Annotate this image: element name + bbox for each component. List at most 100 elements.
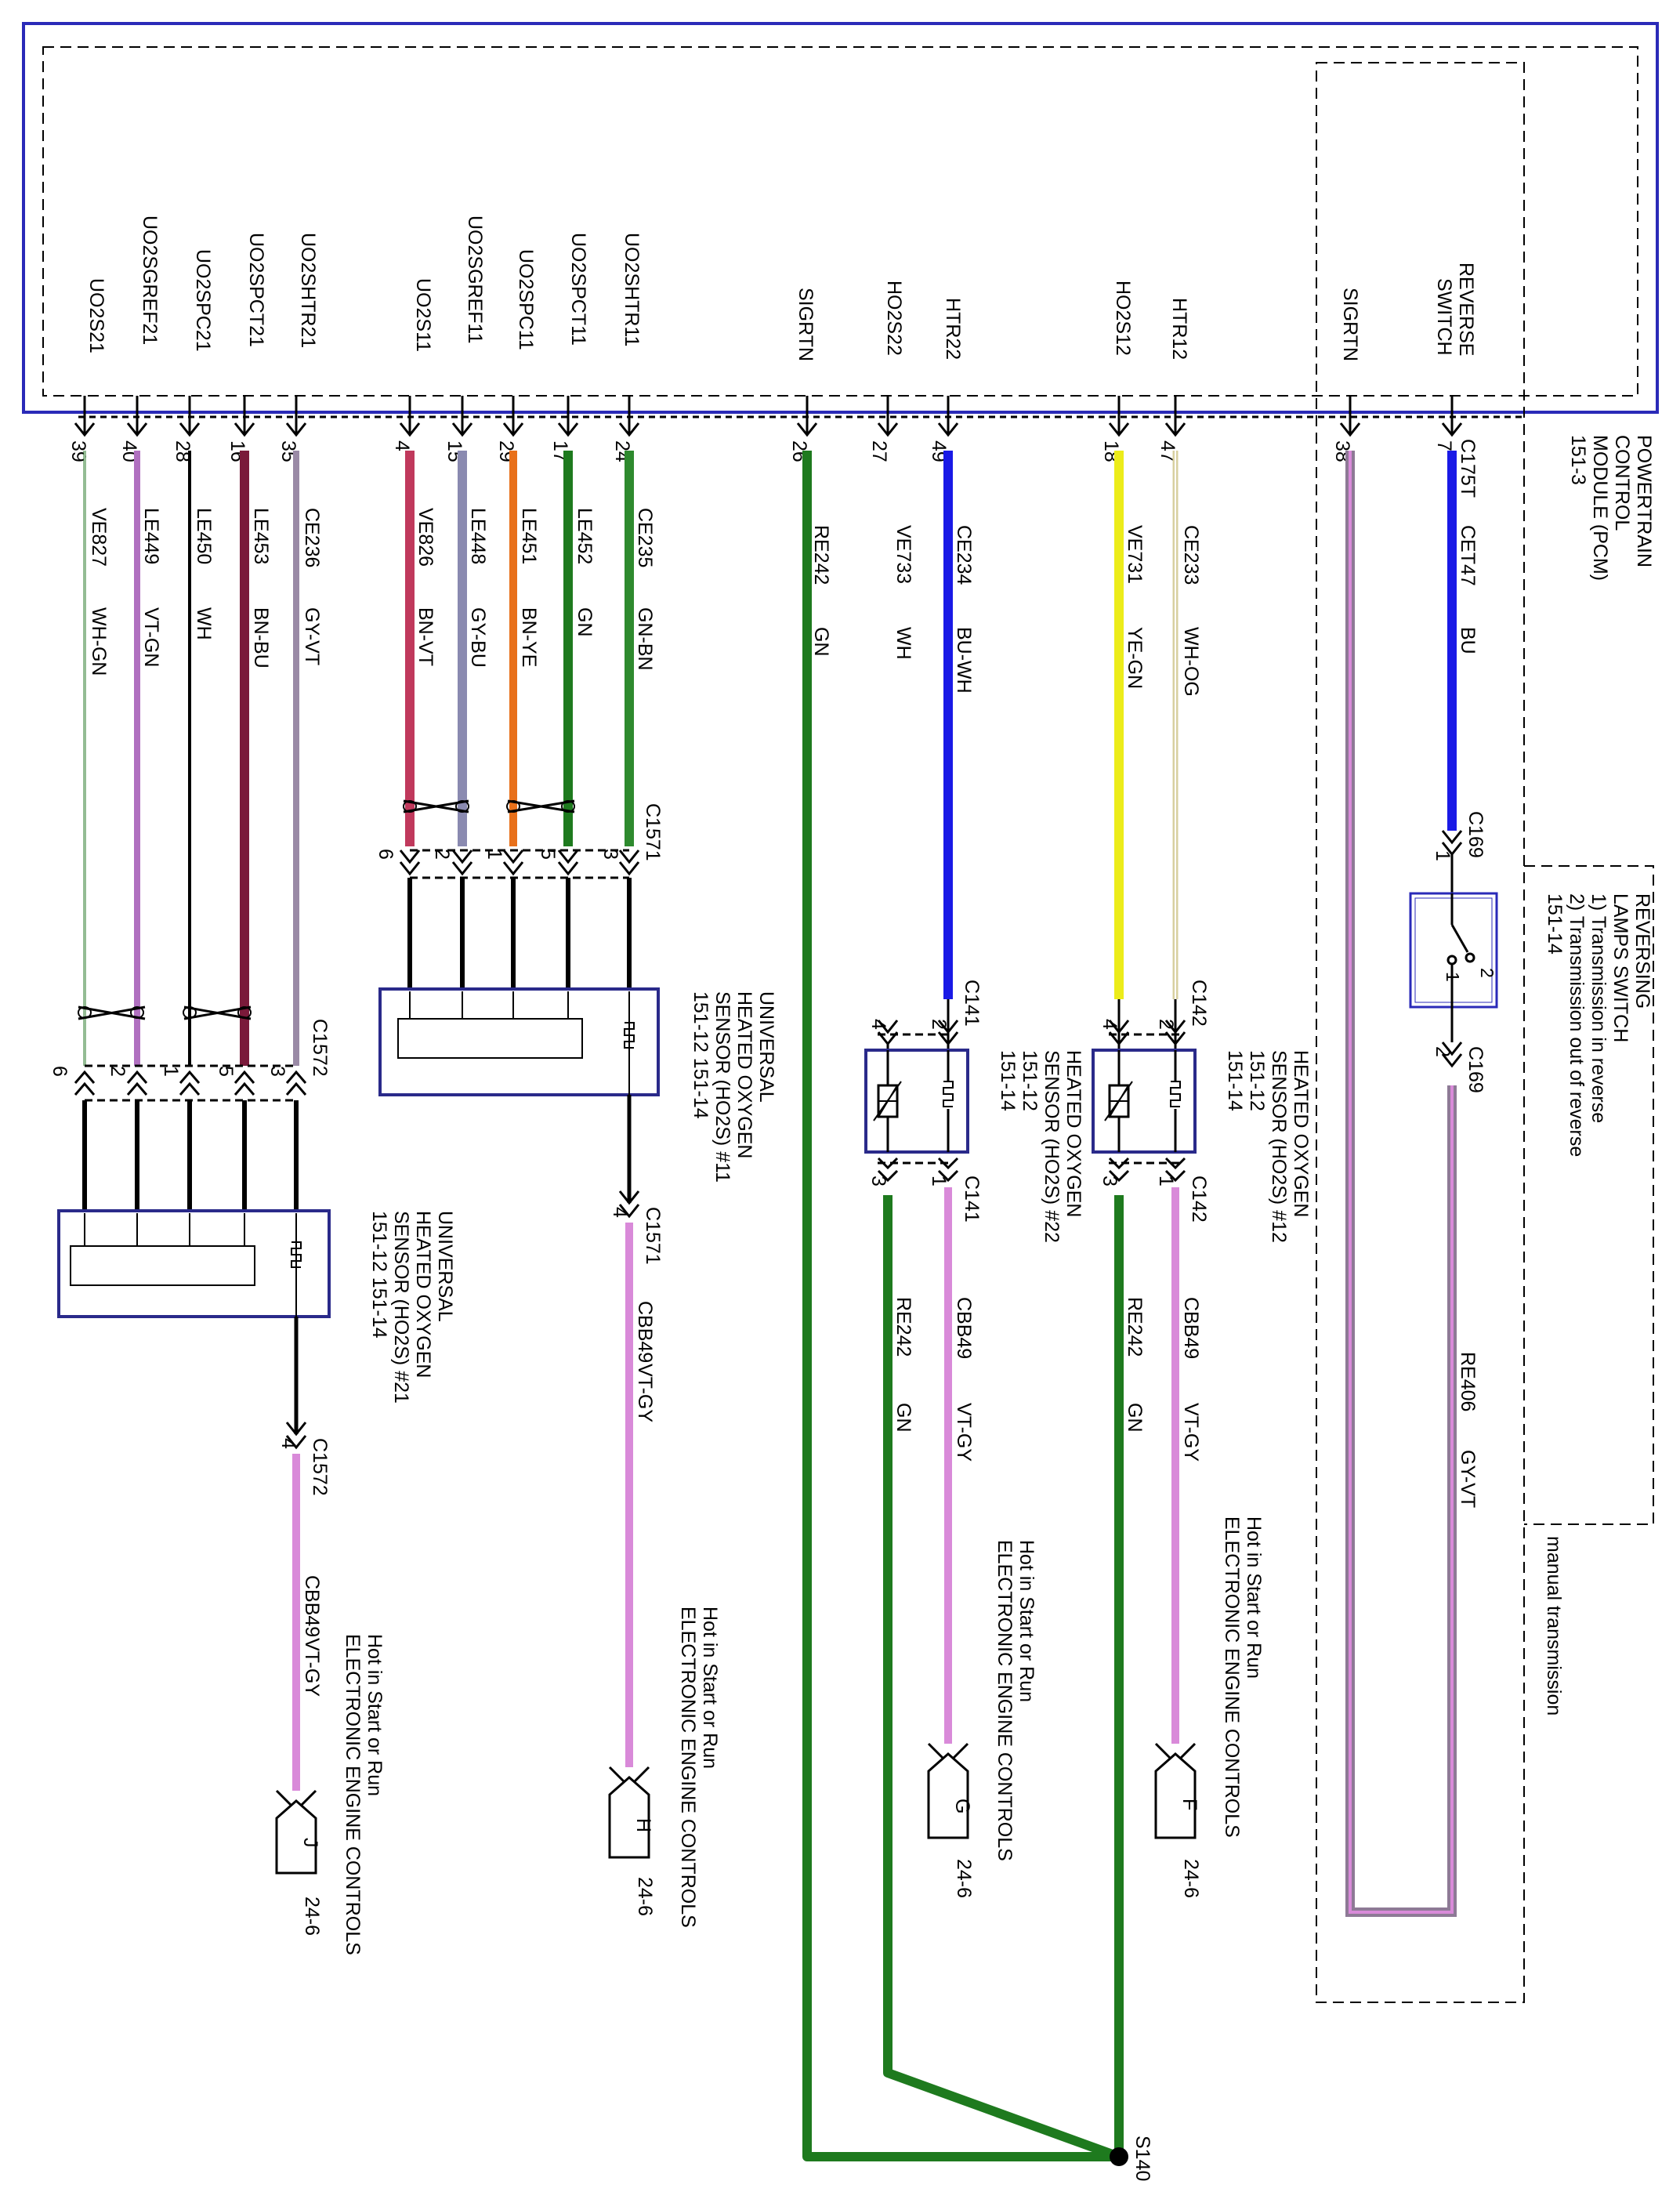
pin-label-htr12: HTR12	[1168, 298, 1190, 360]
sensor11-wires-black	[407, 878, 632, 989]
label-ve731: VE731	[1124, 525, 1146, 584]
ref-box-h	[608, 1776, 650, 1859]
pin-label-uo2spct21: UO2SPCT21	[245, 233, 267, 347]
ref-letter-h: H	[632, 1818, 654, 1832]
sensor22-name-4: 151-14	[997, 1050, 1019, 1111]
c1571-pin-numbers: 6 2 1 5 3 C1571	[375, 803, 664, 861]
label-cbb49-11: CBB49	[634, 1301, 656, 1363]
sensor11-name-4: 151-12 151-14	[690, 991, 711, 1119]
label-vt-gn: VT-GN	[140, 607, 162, 667]
label-le448: LE448	[467, 508, 489, 564]
wire-labels-group-11: VE826 BN-VT LE448 GY-BU LE451 BN-YE LE45…	[415, 508, 656, 671]
c169-label-bottom: C169	[1465, 1046, 1486, 1093]
c1572-label-bottom: C1572	[309, 1438, 331, 1496]
sensor21-hot-1: Hot in Start or Run	[364, 1634, 386, 1796]
pin-label-ho2s22: HO2S22	[883, 281, 905, 356]
pcm-title-line3: MODULE (PCM)	[1589, 435, 1611, 581]
wires-group-21	[78, 451, 299, 1066]
c1572-pin-2: 2	[107, 1066, 129, 1077]
label-bn-vt: BN-VT	[415, 607, 436, 666]
sensor21-hot-2: ELECTRONIC ENGINE CONTROLS	[342, 1634, 364, 1955]
label-le452: LE452	[574, 508, 596, 564]
pin-number-7: 7	[1433, 440, 1455, 451]
label-re242-main: RE242	[810, 525, 832, 585]
label-c175t: C175T	[1457, 439, 1479, 498]
label-gy-vt: GY-VT	[301, 607, 323, 665]
sensor12-name-4: 151-14	[1224, 1050, 1246, 1111]
sensor21-name-3: SENSOR (HO2S) #21	[390, 1211, 412, 1404]
label-cbb49-12: CBB49	[1180, 1297, 1202, 1359]
pin-label-reverse-line1: REVERSE	[1455, 263, 1477, 356]
switch-pin-1: 1	[1443, 972, 1463, 982]
heater-icon-22	[943, 1081, 954, 1107]
c141-label-bottom: C141	[961, 1176, 983, 1223]
label-ye-gn: YE-GN	[1124, 627, 1146, 689]
manual-transmission-label: manual transmission	[1543, 1536, 1565, 1715]
ref-page-f: 24-6	[1180, 1859, 1202, 1898]
sensor22-name-3: 151-12	[1019, 1050, 1041, 1111]
sensor11-box: UNIVERSAL HEATED OXYGEN SENSOR (HO2S) #1…	[378, 987, 777, 1183]
label-cet47: CET47	[1457, 525, 1479, 586]
label-ce234: CE234	[953, 525, 975, 585]
pcm-module: POWERTRAIN CONTROL MODULE (PCM) 151-3	[22, 22, 1659, 2003]
sensor22-name-2: SENSOR (HO2S) #22	[1041, 1050, 1063, 1243]
switch-icon	[1446, 893, 1475, 1007]
sensor21-name-1: UNIVERSAL	[434, 1211, 456, 1322]
wires-group-11	[403, 451, 634, 846]
pin-number-4: 4	[391, 440, 413, 451]
sensor22-hot-2: ELECTRONIC ENGINE CONTROLS	[994, 1540, 1016, 1861]
label-wh-og: WH-OG	[1180, 627, 1202, 697]
c169-pin-2: 2	[1432, 1046, 1454, 1057]
pcm-title-line4: 151-3	[1567, 435, 1589, 485]
sensor11-name-3: SENSOR (HO2S) #11	[711, 991, 733, 1183]
pcm-pin-labels: UO2S21 UO2SGREF21 UO2SPC21 UO2SPCT21 UO2…	[85, 216, 1477, 361]
label-gn-12: GN	[1124, 1403, 1146, 1433]
label-le450: LE450	[193, 508, 215, 564]
label-gn-main: GN	[810, 627, 832, 657]
label-cbb49-22: CBB49	[953, 1297, 975, 1359]
label-vt-gy-21: VT-GY	[301, 1638, 323, 1697]
pcm-title-line1: POWERTRAIN	[1633, 435, 1655, 567]
sensor22-hot-1: Hot in Start or Run	[1016, 1540, 1037, 1702]
ref-box-f	[1154, 1752, 1197, 1839]
ground-circuit	[802, 451, 1128, 2166]
switch-pin-2: 2	[1477, 968, 1497, 978]
pin-label-uo2spc11: UO2SPC11	[515, 249, 537, 350]
c141-pin-3: 3	[867, 1176, 889, 1187]
label-ce235: CE235	[634, 508, 656, 567]
sensor21-name-4: 151-12 151-14	[368, 1211, 390, 1339]
c1571-pin-3: 3	[599, 849, 621, 860]
connector-c1571-top	[399, 849, 640, 879]
label-gn-11: GN	[574, 607, 596, 637]
label-gy-bu: GY-BU	[467, 607, 489, 668]
label-re242-22: RE242	[892, 1297, 914, 1357]
c1571-pin-5: 5	[537, 849, 559, 860]
ref-letter-j: J	[299, 1838, 321, 1848]
label-wh-21: WH	[193, 607, 215, 640]
reversing-region-dashed	[1524, 865, 1654, 1525]
pcm-inner-dashed	[42, 46, 1638, 397]
label-gn-22: GN	[892, 1403, 914, 1433]
c1571-pin-6: 6	[375, 849, 396, 860]
label-vt-gy-22: VT-GY	[953, 1403, 975, 1462]
label-bn-ye: BN-YE	[518, 607, 540, 667]
pin-label-htr22: HTR22	[942, 298, 964, 360]
heater-icon-21	[291, 1241, 302, 1268]
pin-label-uo2s11: UO2S11	[412, 278, 434, 352]
c142-pin-4: 4	[1099, 1019, 1121, 1030]
sensor12-name-2: SENSOR (HO2S) #12	[1268, 1050, 1290, 1243]
pin-label-uo2sgref11: UO2SGREF11	[464, 216, 486, 343]
c1571-pin-4: 4	[609, 1207, 631, 1218]
pin-label-sigrtn-26: SIGRTN	[795, 288, 816, 361]
reversing-switch-box	[1409, 892, 1498, 1009]
c141-label-top: C141	[961, 980, 983, 1027]
pin-label-reverse-line2: SWITCH	[1433, 278, 1455, 356]
c1572-pin-4: 4	[277, 1438, 299, 1449]
c1572-label-top: C1572	[309, 1019, 331, 1077]
splice-s140	[1110, 2147, 1128, 2166]
pcm-outer-frame	[22, 22, 1659, 414]
sensor12-name-1: HEATED OXYGEN	[1290, 1050, 1312, 1217]
pin-label-uo2spct11: UO2SPCT11	[567, 233, 589, 346]
label-wh-22: WH	[892, 627, 914, 660]
c141-pin-2: 2	[928, 1019, 950, 1030]
